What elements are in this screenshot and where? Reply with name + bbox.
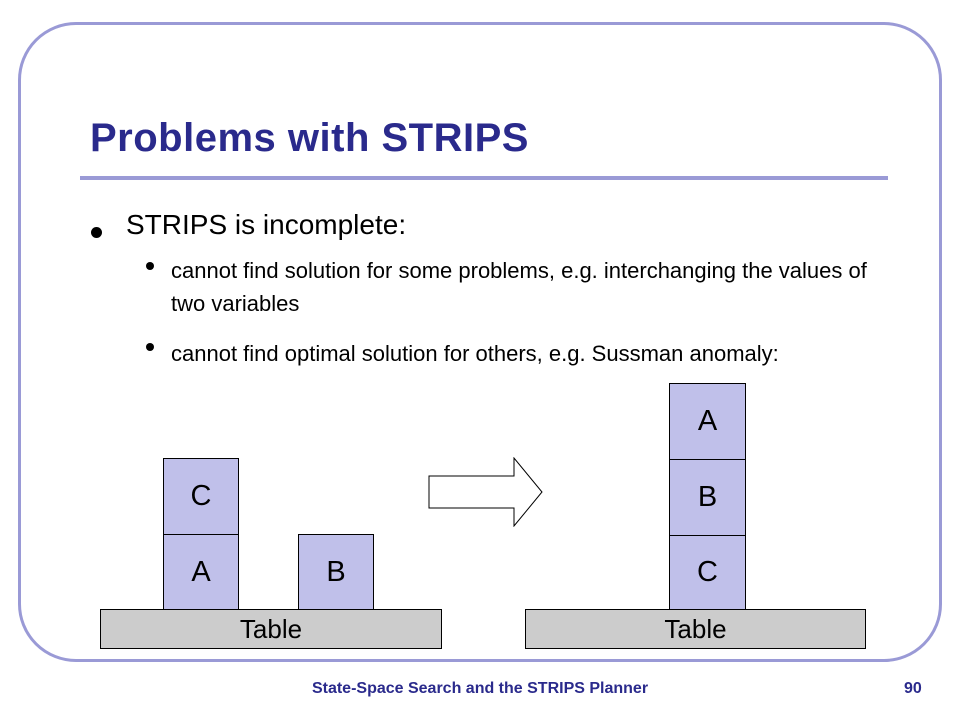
- sub-bullet-dot: [146, 262, 154, 270]
- title-underline: [80, 176, 888, 180]
- bullet-dot: [91, 227, 102, 238]
- sub-bullet-text: cannot find optimal solution for others,…: [171, 341, 779, 366]
- right-arrow-icon: [428, 457, 543, 527]
- table-initial: Table: [100, 609, 442, 649]
- block-a-initial: A: [163, 534, 239, 610]
- sub-bullet-text: cannot find solution for some problems, …: [171, 258, 867, 316]
- block-b-initial: B: [298, 534, 374, 610]
- page-number: 90: [904, 680, 922, 697]
- block-c-initial: C: [163, 458, 239, 535]
- slide-frame: [18, 22, 942, 662]
- sub-bullet-dot: [146, 343, 154, 351]
- footer-title: State-Space Search and the STRIPS Planne…: [311, 680, 649, 697]
- table-goal: Table: [525, 609, 866, 649]
- block-c-goal: C: [669, 535, 746, 610]
- block-b-goal: B: [669, 459, 746, 536]
- block-a-goal: A: [669, 383, 746, 460]
- slide-title: Problems with STRIPS: [90, 116, 529, 160]
- bullet-text: STRIPS is incomplete:: [126, 209, 407, 240]
